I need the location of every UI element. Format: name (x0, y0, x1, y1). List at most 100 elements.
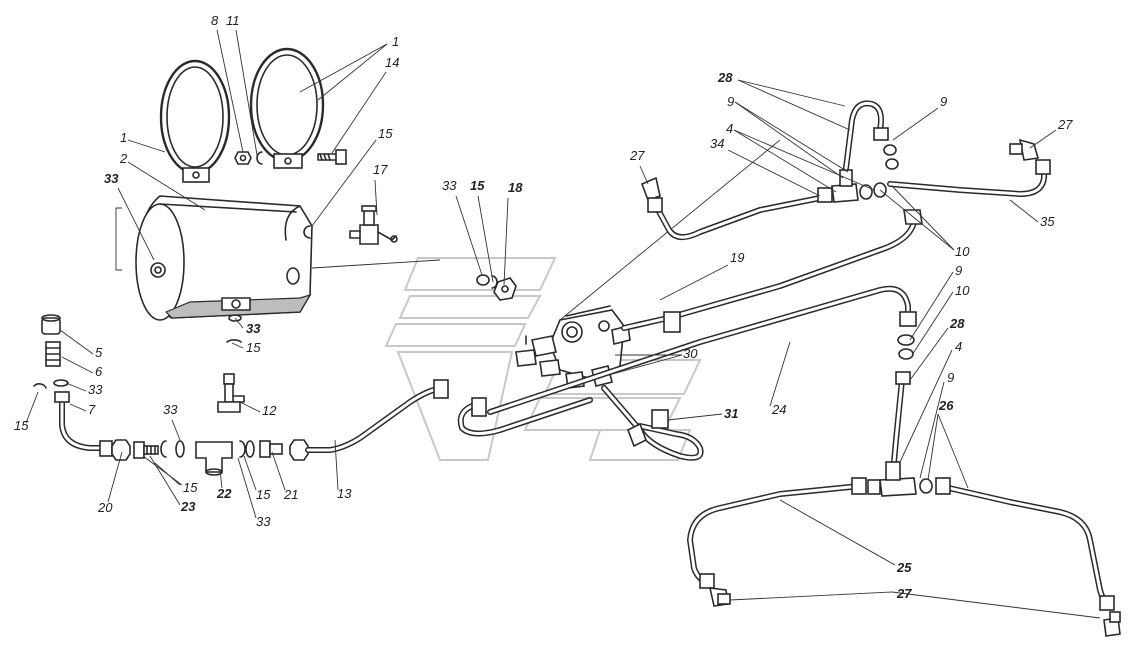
callout-label-c15f: 15 (256, 487, 271, 502)
clamp-band-left (159, 59, 231, 183)
leader-line-c1b (127, 139, 166, 153)
pipe-24 (487, 285, 917, 415)
callout-label-c9b: 9 (940, 94, 947, 109)
leader-line-c4a (733, 129, 837, 193)
pipe-31 (601, 385, 704, 461)
brake-valve-30 (515, 139, 781, 389)
tee-4-lower (867, 461, 933, 497)
elbow-27-lower-left (708, 587, 731, 607)
leader-line-c6 (61, 356, 94, 374)
leader-line-c14 (331, 71, 387, 154)
callout-label-c8: 8 (211, 13, 219, 28)
leader-line-c1a (317, 43, 388, 101)
leader-line-c33f (237, 457, 257, 519)
pipe-28-upper (843, 100, 899, 171)
washer-10-right (898, 348, 914, 360)
callout-label-c7: 7 (88, 402, 96, 417)
pipe-upper-left-branch (653, 195, 823, 241)
tee-34 (817, 169, 887, 203)
clip-15-upper (491, 275, 498, 289)
pipe-35 (887, 159, 1051, 197)
fitting-23 (133, 441, 159, 459)
nut-13 (289, 439, 309, 461)
leader-line-c12 (239, 401, 261, 413)
callout-label-c15b: 15 (246, 340, 261, 355)
washer-9-right (897, 334, 915, 346)
leader-line-c8 (216, 29, 244, 153)
pipe-28-vertical (891, 371, 911, 465)
leader-line-c31 (667, 413, 723, 421)
callout-label-c15a: 15 (378, 126, 393, 141)
callout-label-c1a: 1 (392, 34, 399, 49)
leader-line-l10a2 (891, 185, 955, 251)
pipe-loop-lower (457, 397, 593, 437)
leader-line-c18 (503, 197, 509, 286)
ring-33-upper (476, 274, 490, 286)
air-reservoir-tank (115, 195, 441, 321)
callout-label-c22: 22 (216, 486, 232, 501)
leader-line-l28a2 (737, 79, 851, 131)
callout-label-c33e: 33 (163, 402, 178, 417)
callout-label-c26: 26 (938, 398, 954, 413)
leader-line-c25 (779, 499, 896, 566)
callout-label-c33b: 33 (246, 321, 261, 336)
callout-label-c23: 23 (180, 499, 196, 514)
callout-label-c2: 2 (119, 151, 128, 166)
leader-line-c15b (231, 342, 244, 349)
leader-line-c15d (25, 391, 39, 424)
pipe-7 (54, 391, 113, 457)
leader-line-c33b (234, 317, 244, 329)
leader-line-l4a2 (733, 129, 875, 191)
leader-line-c7 (69, 403, 87, 412)
washer-15-upper (303, 225, 311, 239)
leader-line-c2 (127, 161, 206, 211)
callout-label-c17: 17 (373, 162, 388, 177)
leader-line-l27c2 (891, 591, 1101, 619)
clamp-band-right (249, 47, 325, 169)
callout-label-c12: 12 (262, 403, 277, 418)
leader-line-c4b (899, 349, 953, 463)
washer-11 (256, 151, 263, 165)
leader-line-c15c (477, 195, 494, 283)
callout-label-c9c: 9 (955, 263, 962, 278)
callout-label-c15e: 15 (183, 480, 198, 495)
leader-line-c17 (374, 179, 378, 216)
callout-label-c28b: 28 (949, 316, 965, 331)
leader-line-c20 (107, 451, 123, 503)
leader-line-c28b (909, 327, 949, 381)
leader-line-c33a (117, 187, 155, 261)
callout-label-c25: 25 (896, 560, 912, 575)
callout-label-c33f: 33 (256, 514, 271, 529)
clip-15-left (33, 383, 47, 389)
leader-line-c35 (1009, 199, 1039, 223)
leader-line-c5 (59, 329, 94, 355)
callout-label-c30: 30 (683, 346, 698, 361)
fitting-12 (217, 373, 245, 413)
leader-line-l1a2 (299, 43, 388, 93)
callout-label-c15c: 15 (470, 178, 485, 193)
elbow-27-left (640, 176, 663, 213)
callout-leaders (25, 29, 1101, 619)
callout-label-c20: 20 (97, 500, 113, 515)
bolt-14 (317, 149, 347, 165)
elbow-27-right (1009, 138, 1040, 161)
callout-label-c15d: 15 (14, 418, 29, 433)
leader-line-l15d2 (154, 462, 181, 486)
nut-18 (493, 277, 517, 301)
leader-line-c33d (65, 382, 87, 392)
leader-line-c9b (892, 107, 939, 141)
leader-line-c33c (455, 195, 483, 276)
leader-line-l30b (597, 354, 683, 379)
leader-line-l9a2 (734, 101, 849, 173)
washer-15-right (239, 440, 255, 458)
ring-33-mid (175, 440, 185, 458)
tee-22 (195, 441, 233, 476)
callout-label-c19: 19 (730, 250, 744, 265)
leader-line-c9d (919, 381, 945, 479)
callout-label-c31: 31 (724, 406, 738, 421)
callout-label-c33a: 33 (104, 171, 119, 186)
nut-8 (234, 151, 252, 165)
callout-label-c27a: 27 (629, 148, 645, 163)
